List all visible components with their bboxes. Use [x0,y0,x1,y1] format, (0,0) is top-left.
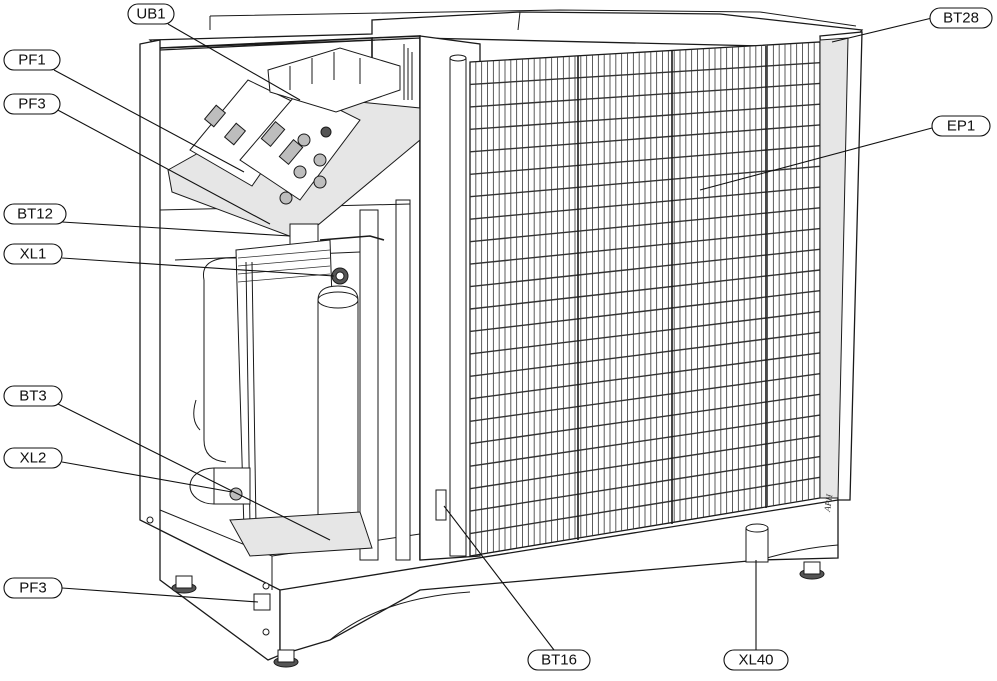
grille-rib [469,455,821,512]
grille-rib [469,269,821,310]
grille-rib [469,435,821,490]
pill-bt3 [3,385,63,407]
callout-pf1: PF1 [18,52,46,69]
leader-xl2 [61,461,233,493]
leader-bt3 [57,403,331,541]
callout-xl40: XL40 [738,652,773,669]
grille-rib [469,186,821,220]
callout-ep1: EP1 [947,118,975,135]
grille-rib [469,352,821,400]
inner-frame [159,35,421,590]
pill-bt12 [3,203,67,225]
pill-xl2 [3,447,63,469]
callout-xl1: XL1 [20,246,47,263]
callout-bt12: BT12 [17,206,53,223]
control-electronics [167,44,421,251]
grille-rib [469,393,821,445]
feet [146,516,825,668]
pill-pf3-bottom [3,577,63,599]
pill-ep1 [931,115,991,137]
grille-rib [469,310,821,355]
callout-xl2: XL2 [20,450,47,467]
grille-rib [469,62,821,86]
pill-bt16 [527,649,591,671]
grille-rib [469,248,821,288]
callout-pf3-bottom: PF3 [19,580,47,597]
leader-pf1 [53,69,245,173]
callout-bt28: BT28 [943,10,979,27]
pill-xl1 [3,243,63,265]
callout-bt16: BT16 [541,652,577,669]
leader-xl1 [61,257,335,277]
callouts: UB1 PF1 PF3 BT12 XL1 BT3 XL2 PF3 BT28 [3,3,993,671]
pill-bt28 [929,7,993,29]
grille-rib [469,124,821,153]
evaporator-grille [419,35,849,561]
grille-rib [469,207,821,243]
refrigerant-components [189,235,385,557]
leader-bt16 [443,505,555,651]
leader-ep1 [699,127,933,191]
leader-pf3-bottom [61,587,259,603]
grille-rib [469,414,821,467]
callout-ub1: UB1 [136,6,165,23]
leader-bt28 [831,17,933,43]
grille-rib [469,331,821,378]
grille-rib [469,165,821,198]
grille-rib [469,372,821,422]
pill-pf3-top [3,93,61,115]
pill-pf1 [3,49,61,71]
grille-rib [469,82,821,108]
callout-pf3-top: PF3 [18,96,46,113]
pill-ub1 [127,3,175,25]
leader-pf3-top [53,107,271,225]
leader-bt12 [61,221,291,237]
grille-rib [469,144,821,175]
grille-rib [469,290,821,333]
pill-xl40 [723,649,789,671]
grille-rib [469,227,821,265]
callout-bt3: BT3 [19,388,47,405]
side-marking: APH [822,493,835,513]
grille-rib [469,103,821,131]
leader-ub1 [167,23,301,101]
grille-rib [469,476,821,535]
